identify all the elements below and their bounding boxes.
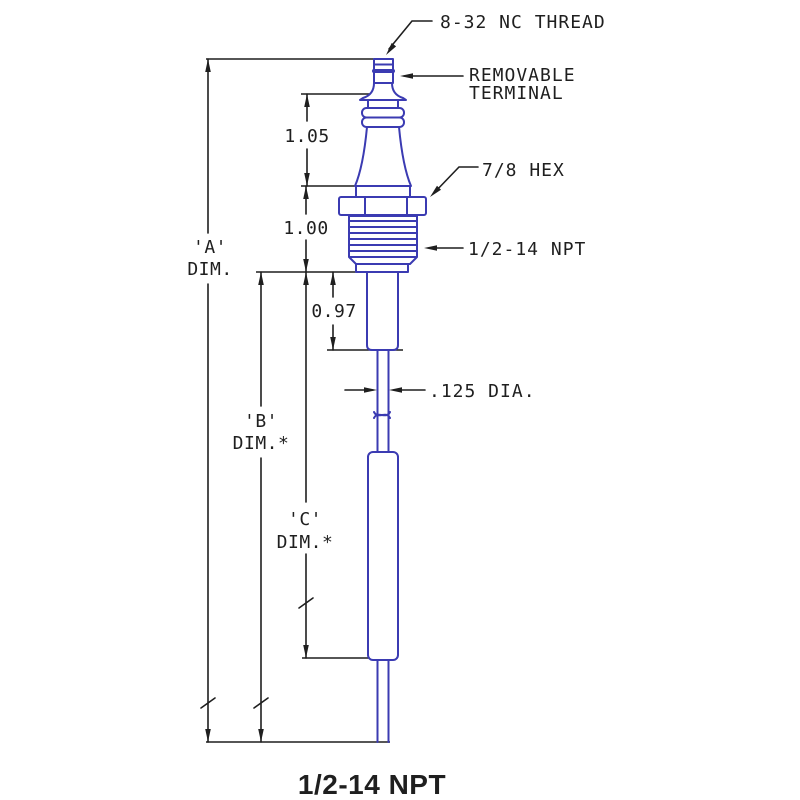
arrow-c-bottom [303,645,309,658]
arrow-npt-callout [424,245,437,251]
electrode-device [338,58,427,743]
callout-npt-label: 1/2-14 NPT [468,239,586,260]
ceramic-tube [367,451,399,661]
arrow-c-top [303,272,309,285]
arrow-097-top [330,272,336,285]
rod-break-symbol [373,411,391,419]
dim-097-value: 0.97 [311,301,356,322]
terminal-bell [359,82,407,101]
dim-b-break-tick [253,697,269,709]
rod-lower [376,659,390,743]
arrow-a-bottom [205,729,211,742]
leader-hex-callout [433,166,479,194]
arrow-b-top [258,272,264,285]
dim-c-label: DIM.* [277,532,334,553]
arrow-a-top [205,59,211,72]
arrowheads [205,43,441,742]
extension-lines [206,58,411,743]
arrow-dia-right [389,387,402,393]
dim-c-break-tick [298,597,314,609]
dim-a-label: DIM. [187,259,232,280]
dim-a-break-tick [200,697,216,709]
insulator-cone [354,126,412,187]
arrow-b-bottom [258,729,264,742]
callout-terminal-label-line2: TERMINAL [469,83,564,104]
npt-thread-ridges [348,220,418,258]
labels: 8-32 NC THREAD REMOVABLE TERMINAL 7/8 HE… [187,12,606,800]
dim-105-value: 1.05 [284,126,329,147]
arrow-dia-left [364,387,377,393]
arrow-hex-callout [430,185,441,197]
drawing-title: 1/2-14 NPT [298,769,446,800]
packing-flange [355,185,411,198]
shank-cylinder [366,271,399,351]
arrow-thread-callout [386,43,397,55]
dim-100-value: 1.00 [283,218,328,239]
leader-thread-callout [388,20,433,50]
insulator-rib-2 [361,116,405,128]
insulator-rib-1 [361,107,405,119]
hex-nut [338,196,427,216]
dim-b-label: DIM.* [233,433,290,454]
rod-upper [376,349,390,453]
thread-shoulder [355,263,409,273]
callout-thread-label: 8-32 NC THREAD [440,12,606,33]
arrow-terminal-callout [400,73,413,79]
arrow-097-bottom [330,337,336,350]
dim-a-letter: 'A' [193,237,227,258]
arrow-100-top [303,186,309,199]
arrow-100-bottom [303,259,309,272]
arrow-105-bottom [304,173,310,186]
callout-terminal-label-line1: REMOVABLE [469,65,576,86]
dim-b-letter: 'B' [244,411,278,432]
hex-facet-lines [364,196,408,216]
callout-dia-label: .125 DIA. [429,381,536,402]
arrow-105-top [304,94,310,107]
callout-hex-label: 7/8 HEX [482,160,565,181]
dim-c-letter: 'C' [288,509,322,530]
insulator-neck [367,99,399,109]
